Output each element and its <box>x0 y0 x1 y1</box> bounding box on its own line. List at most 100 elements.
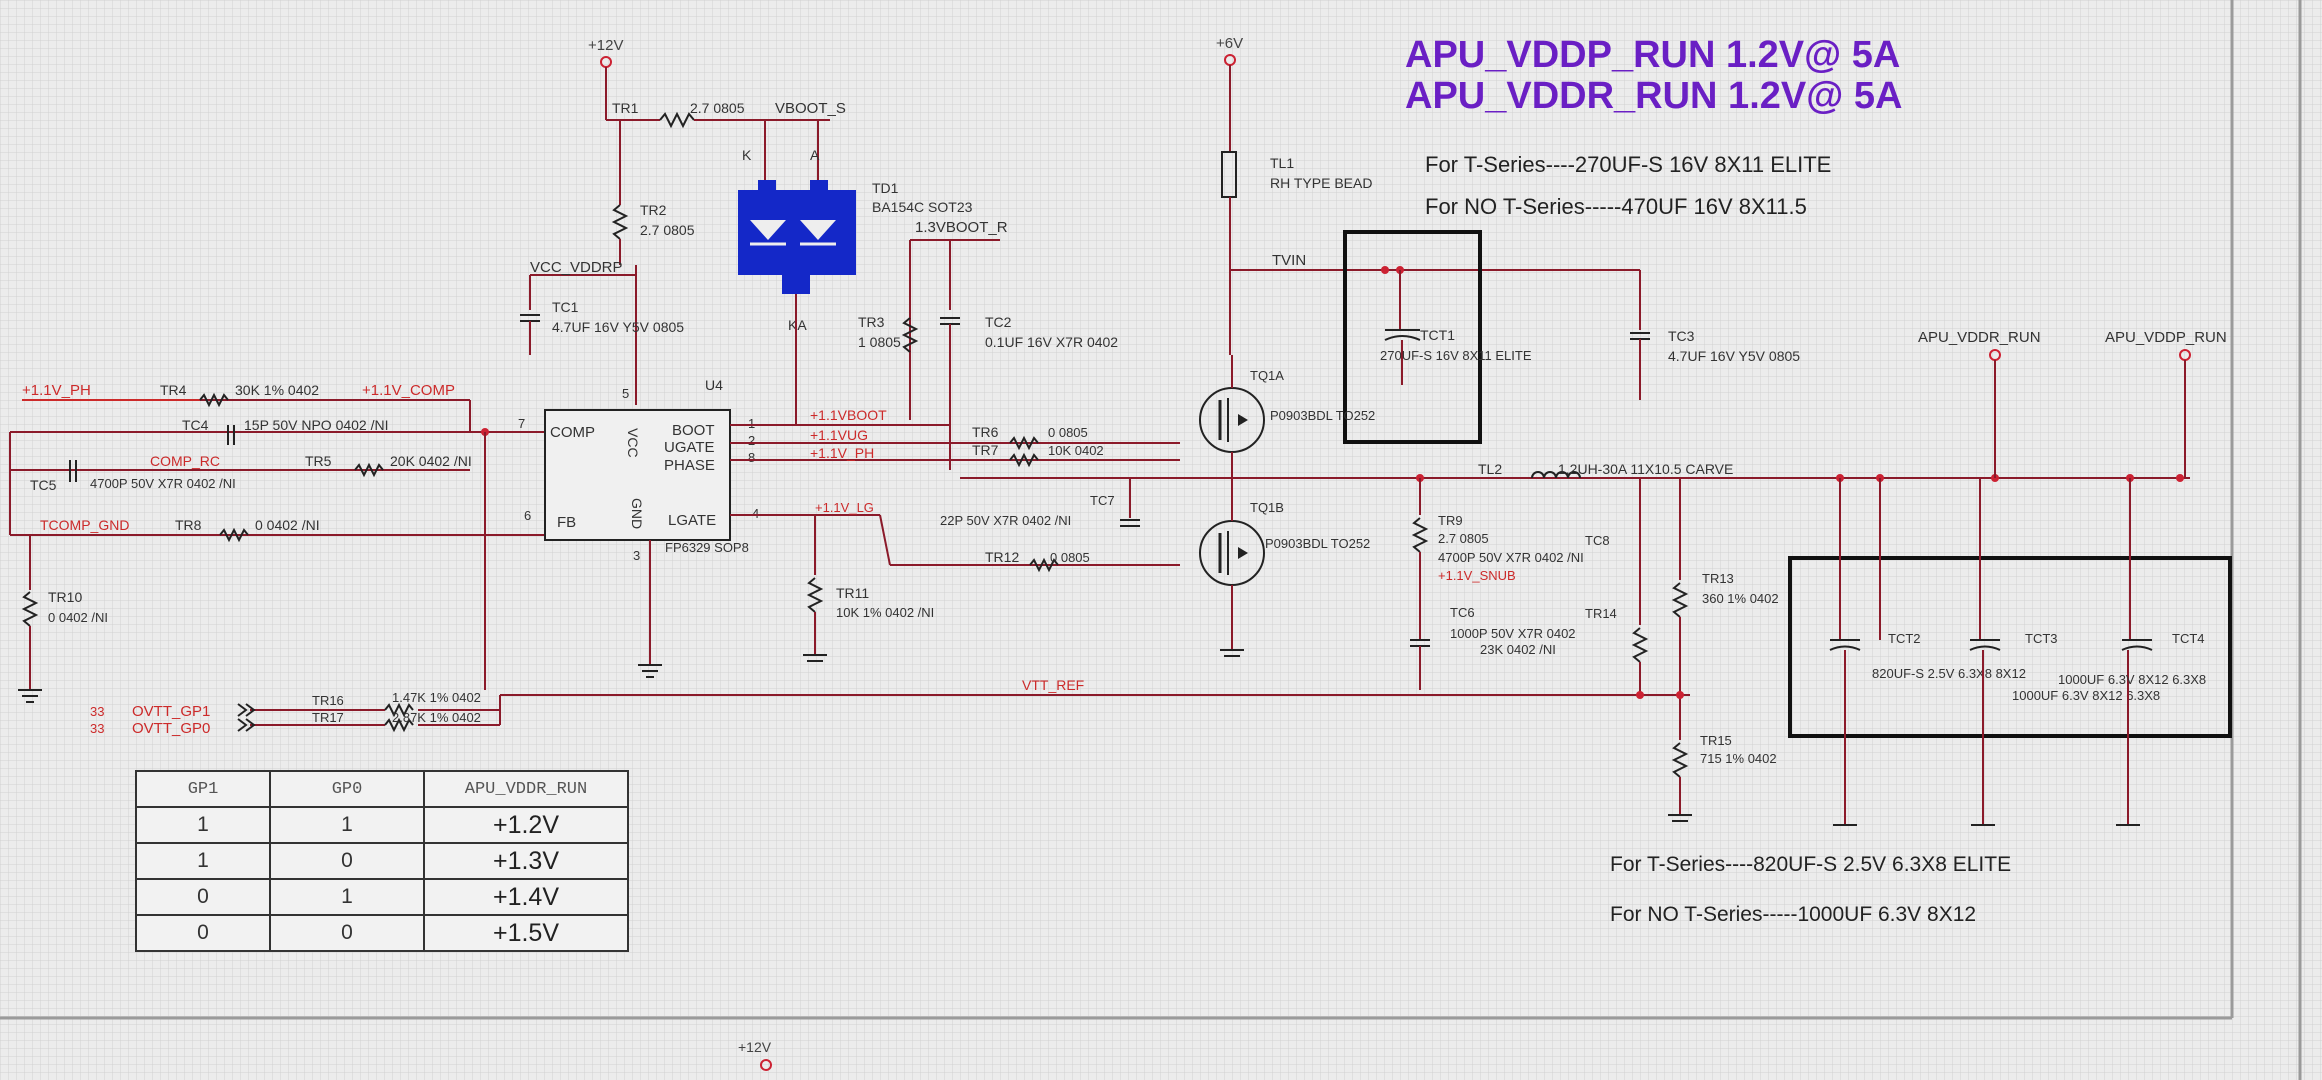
svg-text:TCT3: TCT3 <box>2025 631 2058 646</box>
vid-table: GP1 GP0 APU_VDDR_RUN 1 1 +1.2V 1 0 +1.3V… <box>135 770 629 952</box>
svg-text:4: 4 <box>752 506 759 521</box>
svg-text:OVTT_GP0: OVTT_GP0 <box>132 720 210 737</box>
capacitor-tc6: TC6 1000P 50V X7R 0402 <box>1410 605 1576 690</box>
resistor-tr12: TR12 0 0805 <box>879 514 1180 573</box>
output-cap-note-tseries: For T-Series----820UF-S 2.5V 6.3X8 ELITE <box>1610 853 2011 876</box>
svg-text:360 1% 0402: 360 1% 0402 <box>1702 591 1779 606</box>
svg-text:10K 1% 0402 /NI: 10K 1% 0402 /NI <box>836 605 934 620</box>
svg-text:VBOOT_S: VBOOT_S <box>775 100 846 117</box>
resistor-tr11: TR11 10K 1% 0402 /NI <box>803 515 934 662</box>
svg-text:2.87K 1% 0402: 2.87K 1% 0402 <box>392 710 481 725</box>
svg-text:P0903BDL TO252: P0903BDL TO252 <box>1270 408 1375 423</box>
svg-text:FB: FB <box>557 514 576 531</box>
svg-text:BOOT: BOOT <box>672 422 715 439</box>
svg-text:2.7 0805: 2.7 0805 <box>640 222 695 238</box>
svg-text:TC5: TC5 <box>30 477 57 493</box>
nets-u4-outputs: +1.1VBOOT +1.1VUG +1.1V_PH +1.1V_LG <box>730 407 1180 516</box>
svg-text:LGATE: LGATE <box>668 512 716 529</box>
svg-text:0 0402 /NI: 0 0402 /NI <box>255 517 320 533</box>
svg-text:TCOMP_GND: TCOMP_GND <box>40 517 129 533</box>
table-header-vddr: APU_VDDR_RUN <box>423 770 629 808</box>
net-apu-vddr: APU_VDDR_RUN <box>1918 329 2041 478</box>
svg-text:10K 0402: 10K 0402 <box>1048 443 1104 458</box>
table-header-gp0: GP0 <box>269 770 425 808</box>
svg-text:TR9: TR9 <box>1438 513 1463 528</box>
capacitor-tct3: TCT3 1000UF 6.3V 8X12 6.3X8 <box>1969 478 2160 826</box>
svg-text:TCT2: TCT2 <box>1888 631 1921 646</box>
svg-text:33: 33 <box>90 704 104 719</box>
svg-text:5: 5 <box>622 386 629 401</box>
svg-text:TR12: TR12 <box>985 549 1019 565</box>
svg-text:820UF-S 2.5V 6.3X8 8X12: 820UF-S 2.5V 6.3X8 8X12 <box>1872 666 2026 681</box>
ic-u4: U4 COMP FB VCC GND BOOT UGATE PHASE LGAT… <box>518 377 759 678</box>
net-vcc-vddrp: VCC_VDDRP <box>529 259 637 405</box>
capacitor-tc8: TC8 4700P 50V X7R 0402 /NI <box>1438 533 1610 565</box>
svg-text:TR3: TR3 <box>858 314 885 330</box>
inductor-tl2: TL2 1.2UH-30A 11X10.5 CARVE <box>960 461 2190 482</box>
svg-text:4.7UF 16V Y5V 0805: 4.7UF 16V Y5V 0805 <box>552 319 684 335</box>
mosfet-tq1b: TQ1B P0903BDL TO252 <box>1199 480 1370 657</box>
resistor-tr4: TR4 30K 1% 0402 +1.1V_COMP <box>160 382 471 432</box>
svg-text:TQ1B: TQ1B <box>1250 500 1284 515</box>
svg-text:TR16: TR16 <box>312 693 344 708</box>
svg-text:VTT_REF: VTT_REF <box>1022 677 1084 693</box>
title-vddp: APU_VDDP_RUN 1.2V@ 5A <box>1405 34 1900 76</box>
svg-text:30K 1% 0402: 30K 1% 0402 <box>235 382 319 398</box>
svg-text:FP6329 SOP8: FP6329 SOP8 <box>665 540 749 555</box>
svg-text:TD1: TD1 <box>872 180 899 196</box>
svg-text:+1.1V_COMP: +1.1V_COMP <box>362 382 455 399</box>
svg-text:22P 50V X7R 0402 /NI: 22P 50V X7R 0402 /NI <box>940 513 1071 528</box>
svg-text:UGATE: UGATE <box>664 439 715 456</box>
capacitor-tct2: TCT2 820UF-S 2.5V 6.3X8 8X12 <box>1829 478 2026 826</box>
resistor-tr14: TR14 23K 0402 /NI <box>1480 478 1649 695</box>
svg-text:TC2: TC2 <box>985 314 1012 330</box>
svg-text:33: 33 <box>90 721 104 736</box>
svg-text:1000UF 6.3V 8X12 6.3X8: 1000UF 6.3V 8X12 6.3X8 <box>2058 672 2206 687</box>
svg-text:4700P 50V X7R 0402 /NI: 4700P 50V X7R 0402 /NI <box>90 476 236 491</box>
svg-text:TR5: TR5 <box>305 453 332 469</box>
svg-text:TC6: TC6 <box>1450 605 1475 620</box>
resistor-tr10: TR10 0 0402 /NI <box>21 589 108 690</box>
svg-text:+1.1V_LG: +1.1V_LG <box>815 500 874 515</box>
svg-text:TL2: TL2 <box>1478 461 1502 477</box>
svg-text:4700P 50V X7R 0402 /NI: 4700P 50V X7R 0402 /NI <box>1438 550 1584 565</box>
svg-text:K: K <box>742 147 752 163</box>
table-row: 0 1 +1.4V <box>135 878 629 916</box>
svg-text:+1.1V_SNUB: +1.1V_SNUB <box>1438 568 1516 583</box>
capacitor-tc5: TC5 4700P 50V X7R 0402 /NI <box>30 460 236 493</box>
capacitor-tc3: TC3 4.7UF 16V Y5V 0805 <box>1630 328 1800 400</box>
svg-text:TR7: TR7 <box>972 442 999 458</box>
svg-text:COMP_RC: COMP_RC <box>150 453 220 469</box>
svg-text:VCC: VCC <box>625 428 641 458</box>
net-comp-rc: COMP_RC <box>10 453 470 471</box>
svg-text:TR8: TR8 <box>175 517 202 533</box>
svg-text:1000P 50V X7R 0402: 1000P 50V X7R 0402 <box>1450 626 1576 641</box>
net-vboot-r: 1.3VBOOT_R <box>909 219 1008 420</box>
svg-text:7: 7 <box>518 416 525 431</box>
svg-text:+1.1VBOOT: +1.1VBOOT <box>810 407 887 423</box>
resistor-tr8: TR8 0 0402 /NI <box>175 517 320 543</box>
bead-tl1: TL1 RH TYPE BEAD <box>1221 151 1372 355</box>
resistor-tr17: TR17 2.87K 1% 0402 <box>250 710 500 733</box>
svg-text:TQ1A: TQ1A <box>1250 368 1284 383</box>
svg-text:23K 0402 /NI: 23K 0402 /NI <box>1480 642 1556 657</box>
capacitor-tc4: TC4 15P 50V NPO 0402 /NI <box>182 417 389 445</box>
output-cap-note-no-tseries: For NO T-Series-----1000UF 6.3V 8X12 <box>1610 903 1976 926</box>
capacitor-tc1: TC1 4.7UF 16V Y5V 0805 <box>520 299 684 355</box>
svg-text:TC3: TC3 <box>1668 328 1695 344</box>
svg-text:715 1% 0402: 715 1% 0402 <box>1700 751 1777 766</box>
svg-text:TC8: TC8 <box>1585 533 1610 548</box>
table-row: 0 0 +1.5V <box>135 914 629 952</box>
table-row: 1 1 +1.2V <box>135 806 629 844</box>
offpage-gp0: 33 OVTT_GP0 <box>90 718 256 737</box>
capacitor-tc2: TC2 0.1UF 16V X7R 0402 <box>940 314 1118 470</box>
svg-text:TC1: TC1 <box>552 299 579 315</box>
svg-text:TVIN: TVIN <box>1272 252 1306 269</box>
mosfet-tq1a: TQ1A P0903BDL TO252 <box>1199 355 1375 480</box>
resistor-tr7: TR7 10K 0402 <box>972 442 1104 468</box>
svg-text:+6V: +6V <box>1216 35 1243 52</box>
svg-text:1.3VBOOT_R: 1.3VBOOT_R <box>915 219 1008 236</box>
svg-text:TR17: TR17 <box>312 710 344 725</box>
svg-text:8: 8 <box>748 450 755 465</box>
svg-text:+12V: +12V <box>738 1039 772 1055</box>
